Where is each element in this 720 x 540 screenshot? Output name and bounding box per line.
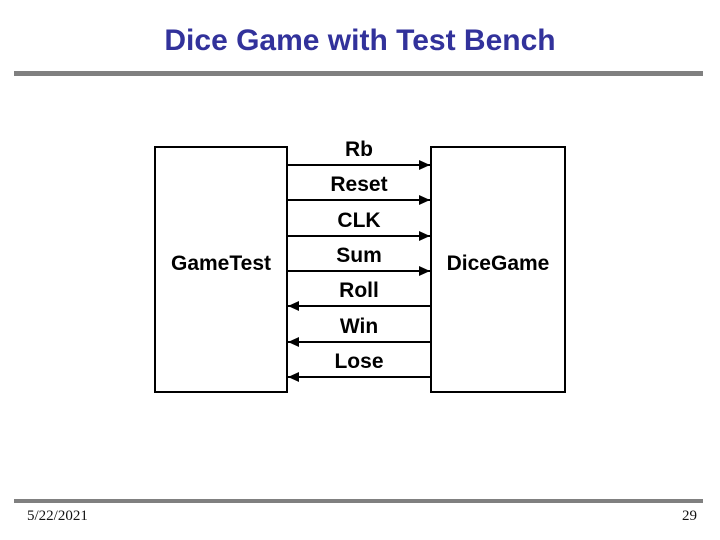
arrowhead-right-icon xyxy=(419,265,430,276)
signal-line xyxy=(288,336,430,347)
footer-date: 5/22/2021 xyxy=(27,508,88,524)
footer-page-number: 29 xyxy=(682,508,697,524)
footer-divider xyxy=(14,499,703,503)
block-dicegame-label: DiceGame xyxy=(446,251,550,275)
arrowhead-left-icon xyxy=(288,371,299,382)
block-gametest-label: GameTest xyxy=(171,251,271,275)
signal-row-reset: Reset xyxy=(288,173,430,206)
signal-label: Rb xyxy=(345,138,373,161)
signal-line xyxy=(288,371,430,382)
signal-row-win: Win xyxy=(288,314,430,347)
signal-label: Roll xyxy=(339,279,379,303)
arrowhead-right-icon xyxy=(419,195,430,206)
signal-row-rb: Rb xyxy=(288,138,430,170)
arrowhead-right-icon xyxy=(419,160,430,170)
signal-row-lose: Lose xyxy=(288,349,430,382)
signal-label: Lose xyxy=(334,349,384,373)
signal-label: Sum xyxy=(336,243,382,267)
signal-line xyxy=(288,160,430,170)
block-dicegame: DiceGame xyxy=(430,146,566,393)
signal-row-sum: Sum xyxy=(288,243,430,276)
signal-label: Win xyxy=(339,314,379,338)
arrowhead-left-icon xyxy=(288,336,299,347)
signal-label: Reset xyxy=(330,173,388,197)
title-divider xyxy=(14,71,703,76)
signal-line xyxy=(288,301,430,312)
slide-title: Dice Game with Test Bench xyxy=(164,24,556,57)
signal-line xyxy=(288,265,430,276)
signal-row-clk: CLK xyxy=(288,208,430,241)
block-gametest: GameTest xyxy=(154,146,288,393)
signal-row-roll: Roll xyxy=(288,279,430,312)
signal-label: CLK xyxy=(337,208,381,232)
arrowhead-left-icon xyxy=(288,301,299,312)
signal-line xyxy=(288,195,430,206)
signal-line xyxy=(288,230,430,241)
arrowhead-right-icon xyxy=(419,230,430,241)
